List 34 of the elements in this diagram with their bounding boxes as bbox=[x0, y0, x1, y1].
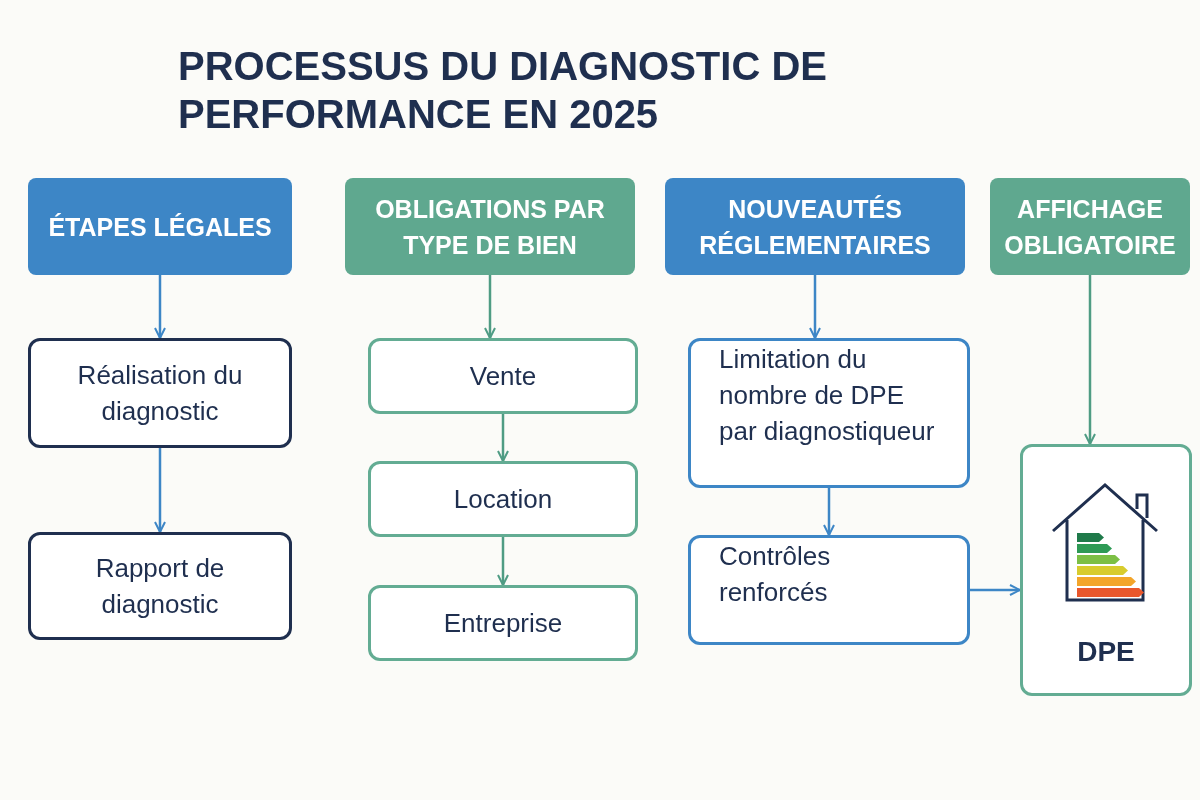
process-box bbox=[688, 535, 970, 645]
column-header bbox=[345, 178, 635, 275]
energy-label-card bbox=[1020, 444, 1192, 696]
arrow bbox=[497, 537, 509, 586]
arrow bbox=[970, 584, 1021, 596]
box-text: Contrôles renforcés bbox=[718, 540, 832, 609]
box-text: OBLIGATIONS PAR TYPE DE BIEN bbox=[374, 193, 606, 261]
title: PROCESSUS DU DIAGNOSTIC DE PERFORMANCE EN 2025 bbox=[178, 43, 828, 138]
process-box bbox=[28, 338, 292, 448]
box-text: Limitation du nombre de DPE par diagnostiqueur bbox=[718, 343, 936, 448]
arrow bbox=[154, 448, 166, 533]
energy-label-text: DPE bbox=[1076, 635, 1136, 669]
process-box bbox=[688, 338, 970, 488]
box-text: Réalisation du diagnostic bbox=[76, 359, 244, 428]
arrow bbox=[154, 275, 166, 339]
box-text: AFFICHAGE OBLIGATOIRE bbox=[1003, 193, 1177, 261]
arrow bbox=[497, 414, 509, 462]
arrow bbox=[823, 488, 835, 536]
box-text: Location bbox=[452, 483, 554, 516]
process-box bbox=[368, 585, 638, 661]
process-box bbox=[28, 532, 292, 640]
box-text: Vente bbox=[468, 360, 538, 393]
column-header bbox=[990, 178, 1190, 275]
column-header bbox=[665, 178, 965, 275]
arrow bbox=[1084, 275, 1096, 445]
box-text: Rapport de diagnostic bbox=[94, 552, 226, 621]
box-text: ÉTAPES LÉGALES bbox=[47, 211, 273, 243]
box-text: Entreprise bbox=[442, 607, 564, 640]
box-text: NOUVEAUTÉS RÉGLEMENTAIRES bbox=[698, 193, 932, 261]
process-box bbox=[368, 338, 638, 414]
arrow bbox=[484, 275, 496, 339]
arrow bbox=[809, 275, 821, 339]
column-header bbox=[28, 178, 292, 275]
process-box bbox=[368, 461, 638, 537]
